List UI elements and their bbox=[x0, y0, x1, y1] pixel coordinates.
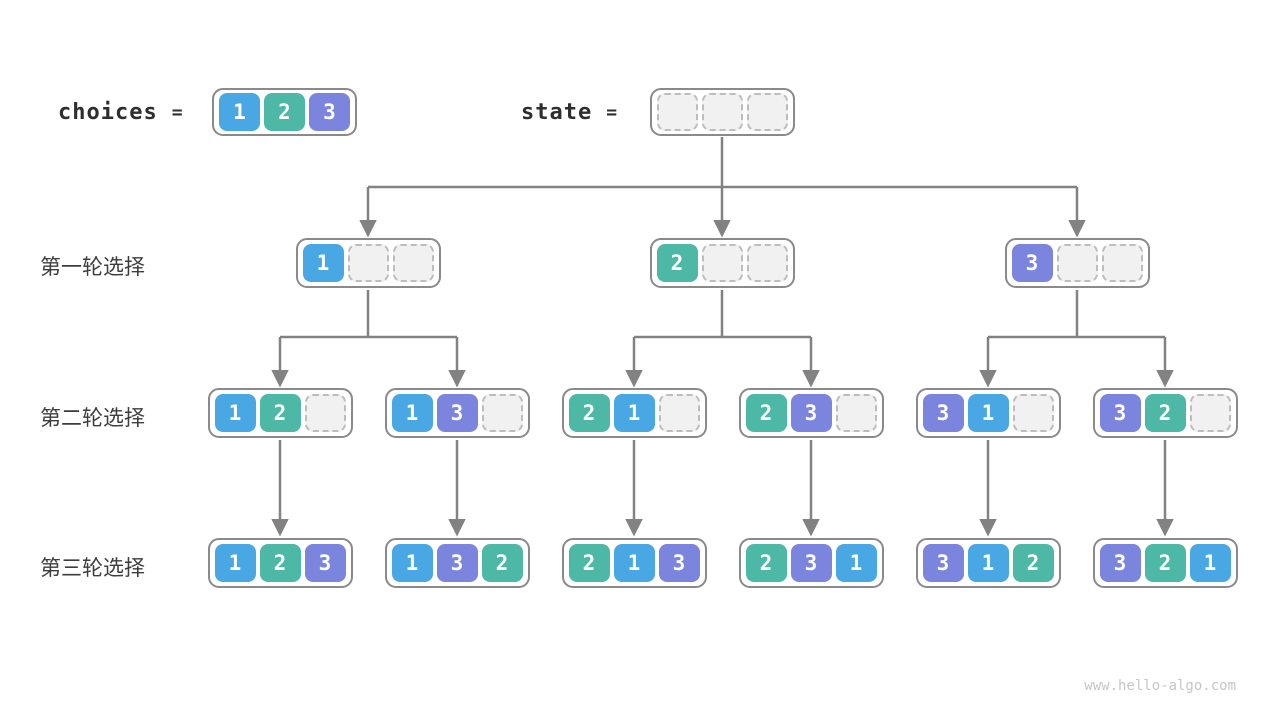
array-cell bbox=[1012, 394, 1054, 432]
tree-node-level2: 1 2 bbox=[207, 388, 353, 438]
array-cell: 2 bbox=[1144, 544, 1186, 582]
array-cell: 1 bbox=[391, 544, 433, 582]
choices-label-row: choices = bbox=[58, 88, 183, 136]
choices-label: choices bbox=[58, 99, 158, 125]
connector-lines bbox=[271, 137, 1174, 537]
choices-equals-sign: = bbox=[171, 101, 183, 123]
array-cell bbox=[392, 244, 434, 282]
tree-node-level1: 2 bbox=[649, 238, 795, 288]
array-cell: 2 bbox=[481, 544, 523, 582]
round3-label: 第三轮选择 bbox=[40, 557, 145, 580]
array-cell: 1 bbox=[613, 394, 655, 432]
array-cell: 3 bbox=[304, 544, 346, 582]
array-cell: 1 bbox=[302, 244, 344, 282]
array-cell: 3 bbox=[1099, 394, 1141, 432]
array-cell: 1 bbox=[214, 394, 256, 432]
array-cell: 3 bbox=[658, 544, 700, 582]
tree-node-level2: 2 1 bbox=[561, 388, 707, 438]
array-cell bbox=[746, 93, 788, 131]
array-cell bbox=[658, 394, 700, 432]
array-cell: 1 bbox=[219, 93, 260, 131]
array-cell: 2 bbox=[568, 394, 610, 432]
array-cell: 3 bbox=[790, 544, 832, 582]
array-cell: 3 bbox=[309, 93, 350, 131]
tree-node-level2: 2 3 bbox=[738, 388, 884, 438]
tree-node-level3: 1 3 2 bbox=[384, 538, 530, 588]
array-cell bbox=[701, 244, 743, 282]
tree-node-level1: 3 bbox=[1004, 238, 1150, 288]
array-cell: 1 bbox=[835, 544, 877, 582]
array-cell: 2 bbox=[264, 93, 305, 131]
tree-node-level2: 3 1 bbox=[915, 388, 1061, 438]
array-cell bbox=[347, 244, 389, 282]
array-cell: 2 bbox=[1012, 544, 1054, 582]
round1-label: 第一轮选择 bbox=[40, 256, 145, 279]
tree-node-level3: 3 1 2 bbox=[915, 538, 1061, 588]
array-cell bbox=[304, 394, 346, 432]
array-cell: 2 bbox=[259, 394, 301, 432]
array-cell: 2 bbox=[568, 544, 610, 582]
array-cell: 3 bbox=[922, 394, 964, 432]
array-cell bbox=[656, 93, 698, 131]
array-cell bbox=[835, 394, 877, 432]
array-cell: 3 bbox=[1099, 544, 1141, 582]
tree-node-level3: 1 2 3 bbox=[207, 538, 353, 588]
array-cell: 1 bbox=[613, 544, 655, 582]
choices-array: 1 2 3 bbox=[212, 88, 357, 136]
array-cell: 1 bbox=[391, 394, 433, 432]
array-cell: 3 bbox=[1011, 244, 1053, 282]
array-cell: 2 bbox=[656, 244, 698, 282]
round2-label: 第二轮选择 bbox=[40, 407, 145, 430]
array-cell bbox=[481, 394, 523, 432]
array-cell: 1 bbox=[967, 394, 1009, 432]
array-cell: 1 bbox=[1189, 544, 1231, 582]
tree-node-level1: 1 bbox=[295, 238, 441, 288]
array-cell bbox=[1056, 244, 1098, 282]
tree-node-level3: 2 3 1 bbox=[738, 538, 884, 588]
state-array bbox=[649, 88, 795, 136]
array-cell: 2 bbox=[745, 394, 787, 432]
state-label-row: state = bbox=[521, 88, 617, 136]
state-equals-sign: = bbox=[606, 101, 618, 123]
array-cell bbox=[1189, 394, 1231, 432]
array-cell: 2 bbox=[1144, 394, 1186, 432]
array-cell bbox=[701, 93, 743, 131]
tree-node-level2: 3 2 bbox=[1092, 388, 1238, 438]
array-cell: 3 bbox=[436, 394, 478, 432]
tree-node-level2: 1 3 bbox=[384, 388, 530, 438]
array-cell bbox=[746, 244, 788, 282]
watermark: www.hello-algo.com bbox=[1084, 678, 1236, 694]
array-cell: 3 bbox=[790, 394, 832, 432]
array-cell: 1 bbox=[967, 544, 1009, 582]
state-label: state bbox=[521, 99, 593, 125]
array-cell: 3 bbox=[436, 544, 478, 582]
tree-node-level3: 2 1 3 bbox=[561, 538, 707, 588]
array-cell bbox=[1101, 244, 1143, 282]
tree-node-level3: 3 2 1 bbox=[1092, 538, 1238, 588]
array-cell: 1 bbox=[214, 544, 256, 582]
array-cell: 2 bbox=[745, 544, 787, 582]
array-cell: 3 bbox=[922, 544, 964, 582]
array-cell: 2 bbox=[259, 544, 301, 582]
